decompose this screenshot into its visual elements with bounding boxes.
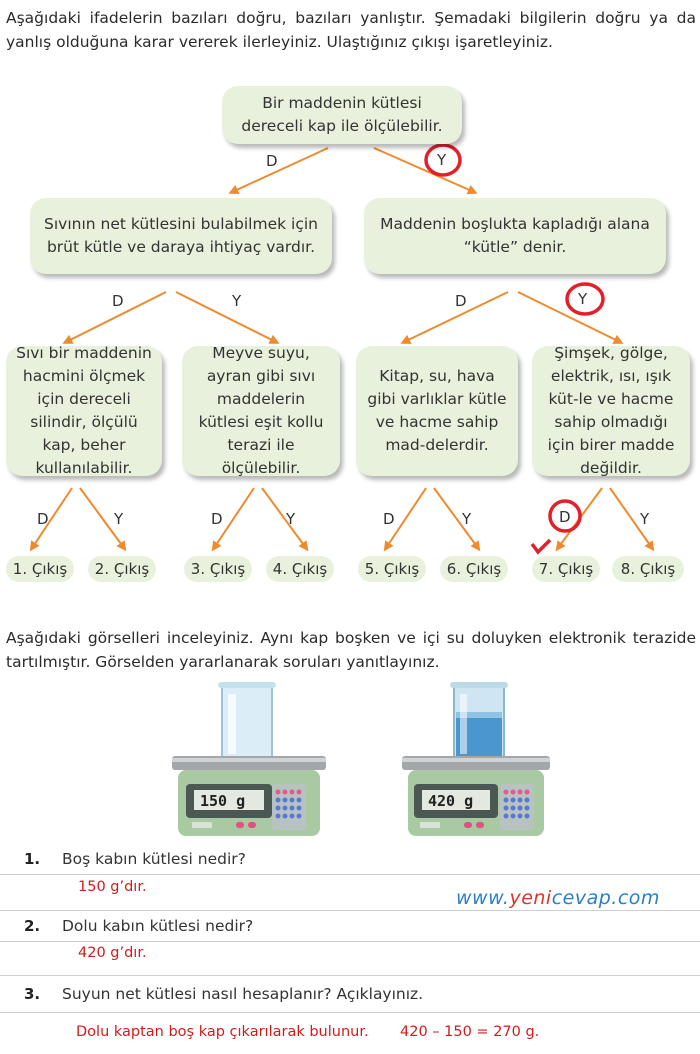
label-e7-d: D	[559, 508, 571, 526]
tree-root-box: Bir maddenin kütlesi dereceli kap ile öl…	[222, 86, 462, 144]
scale-2-reading: 420 g	[428, 792, 473, 810]
tree-level3-box-4: Şimşek, gölge, elektrik, ısı, ışık küt-l…	[532, 344, 690, 477]
tree-level2-box-1: Sıvının net kütlesini bulabilmek için br…	[30, 198, 332, 274]
mark-circle-l2b-y	[565, 282, 605, 316]
arrow-l2b-d	[400, 291, 509, 344]
exit-3: 3. Çıkış	[184, 556, 252, 582]
watermark-pre: www.	[456, 887, 510, 909]
watermark-red: yeni	[509, 887, 552, 909]
label-root-d: D	[266, 152, 278, 170]
label-l2b-y: Y	[578, 290, 588, 308]
question-1-text: Boş kabın kütlesi nedir?	[62, 850, 246, 868]
tree-level3-text-4: Şimşek, gölge, elektrik, ısı, ışık küt-l…	[547, 344, 675, 477]
arrow-e8	[609, 487, 655, 552]
label-e5-d: D	[383, 510, 395, 528]
arrow-e5	[383, 487, 427, 552]
tree-level3-box-3: Kitap, su, hava gibi varlıklar kütle ve …	[356, 346, 518, 476]
tree-level3-text-2: Meyve suyu, ayran gibi sıvı maddelerin k…	[198, 344, 324, 477]
label-l2a-d: D	[112, 292, 124, 310]
mark-check-exit7	[530, 538, 552, 555]
divider-2	[0, 910, 700, 911]
label-e2-y: Y	[114, 510, 124, 528]
scale-1-reading: 150 g	[200, 792, 245, 810]
watermark: www.yenicevap.com	[456, 887, 660, 909]
label-l2b-d: D	[455, 292, 467, 310]
label-l2a-y: Y	[232, 292, 242, 310]
divider-5	[0, 1012, 700, 1013]
arrow-e4	[261, 487, 309, 552]
divider-4	[0, 975, 700, 976]
arrow-l2b-y	[517, 291, 624, 344]
answer-3: Dolu kaptan boş kap çıkarılarak bulunur.	[76, 1024, 369, 1040]
divider-1	[0, 874, 700, 875]
arrow-e6	[433, 487, 481, 552]
exit-2: 2. Çıkış	[88, 556, 156, 582]
question-3-number: 3.	[24, 985, 41, 1003]
arrow-e1	[29, 487, 73, 552]
scale-empty: 150 g	[172, 682, 326, 836]
exit-7: 7. Çıkış	[532, 556, 600, 582]
question-2-number: 2.	[24, 917, 41, 935]
label-root-y: Y	[437, 151, 447, 169]
question-3-text: Suyun net kütlesi nasıl hesaplanır? Açık…	[62, 985, 424, 1003]
exit-4: 4. Çıkış	[266, 556, 334, 582]
exit-6: 6. Çıkış	[440, 556, 508, 582]
exit-1: 1. Çıkış	[6, 556, 74, 582]
arrow-root-d	[228, 147, 329, 195]
scale-full: 420 g	[402, 682, 550, 836]
tree-level2-box-2: Maddenin boşlukta kapladığı alana “kütle…	[364, 198, 666, 274]
label-e1-d: D	[37, 510, 49, 528]
arrow-root-y	[373, 147, 478, 195]
label-e6-y: Y	[462, 510, 472, 528]
answer-2: 420 g’dır.	[78, 945, 147, 961]
section2-intro: Aşağıdaki görselleri inceleyiniz. Aynı k…	[6, 629, 696, 671]
arrow-e3	[211, 487, 255, 552]
tree-level2-text-1: Sıvının net kütlesini bulabilmek için br…	[44, 215, 318, 256]
label-e8-y: Y	[640, 510, 650, 528]
mark-circle-exit7-d	[548, 499, 582, 533]
tree-level3-text-1: Sıvı bir maddenin hacmini ölçmek için de…	[16, 344, 152, 477]
exit-5: 5. Çıkış	[358, 556, 426, 582]
mark-circle-root-y	[424, 143, 462, 177]
label-e4-y: Y	[286, 510, 296, 528]
tree-level2-text-2: Maddenin boşlukta kapladığı alana “kütle…	[380, 215, 650, 256]
question-2-text: Dolu kabın kütlesi nedir?	[62, 917, 254, 935]
arrow-e2	[79, 487, 127, 552]
tree-level3-text-3: Kitap, su, hava gibi varlıklar kütle ve …	[367, 367, 507, 454]
intro-text: Aşağıdaki ifadelerin bazıları doğru, baz…	[6, 9, 696, 51]
answer-1: 150 g’dır.	[78, 879, 147, 895]
answer-3-calculation: 420 – 150 = 270 g.	[400, 1024, 540, 1040]
watermark-post: cevap.com	[551, 887, 660, 909]
arrow-l2a-y	[175, 291, 280, 344]
tree-root-text: Bir maddenin kütlesi dereceli kap ile öl…	[241, 94, 443, 135]
divider-3	[0, 941, 700, 942]
tree-level3-box-1: Sıvı bir maddenin hacmini ölçmek için de…	[6, 344, 162, 477]
label-e3-d: D	[211, 510, 223, 528]
exit-8: 8. Çıkış	[612, 556, 684, 582]
question-1-number: 1.	[24, 850, 41, 868]
tree-level3-box-2: Meyve suyu, ayran gibi sıvı maddelerin k…	[182, 344, 340, 477]
arrow-l2a-d	[62, 291, 167, 344]
